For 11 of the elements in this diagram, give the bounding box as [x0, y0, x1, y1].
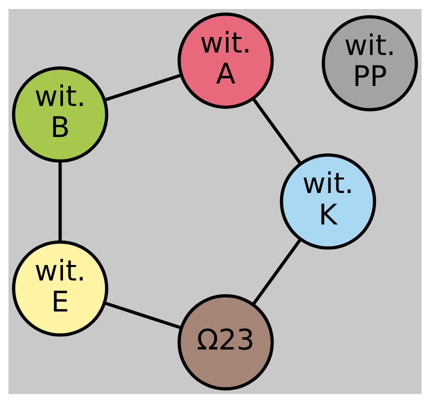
- node-circle: wit. E: [12, 240, 108, 337]
- connector: [252, 238, 302, 306]
- node-circle: Ω23: [178, 294, 274, 390]
- connector: [58, 161, 62, 242]
- connector: [104, 301, 182, 330]
- node-circle: wit. PP: [322, 15, 418, 112]
- node-circle: wit. A: [178, 12, 274, 109]
- connector: [104, 74, 182, 102]
- node-circle: wit. K: [280, 153, 376, 250]
- node-circle: wit. B: [12, 66, 108, 163]
- connector: [252, 97, 302, 165]
